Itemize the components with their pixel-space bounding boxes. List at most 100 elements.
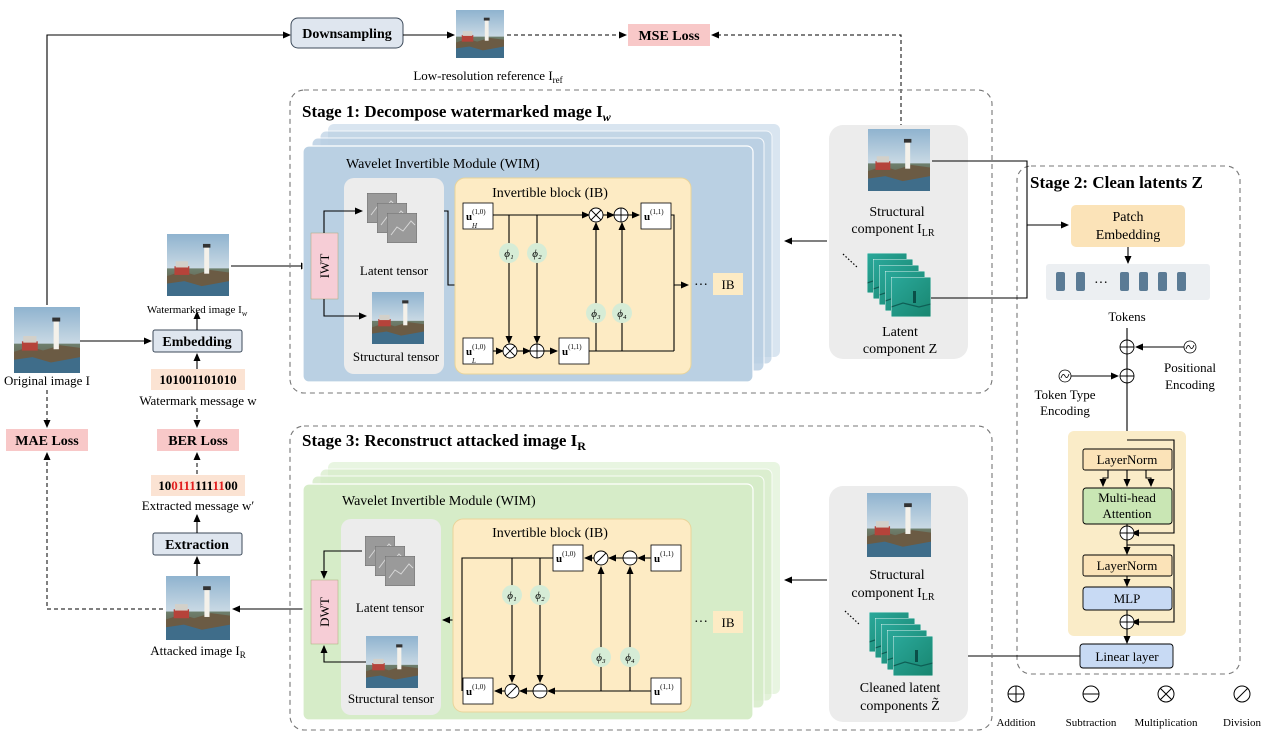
s3-uhout-left-edge (461, 557, 553, 620)
s3-ellipsis: ··· (694, 615, 708, 630)
s3-ib-small-box (713, 611, 743, 633)
s3-latent-tile-5 (893, 636, 933, 676)
stage3-wim-title: Wavelet Invertible Module (WIM) (342, 494, 536, 509)
s1-multiply-glyph (590, 209, 602, 221)
attacked-image (166, 576, 230, 640)
residual-1-edge (1127, 439, 1175, 537)
s3-ul-out (462, 677, 494, 705)
ln1-to-mha-edge-right (1145, 470, 1155, 487)
s1-ellipsis: ··· (694, 278, 708, 293)
stage1-ib-title: Invertible block (IB) (492, 186, 608, 201)
attacked-image-label: Attacked image IR (150, 643, 246, 660)
iwt-to-structural-edge (323, 299, 367, 320)
tokens-ellipsis: ··· (1094, 276, 1108, 291)
s3-uh-out-label: u(1,0) (556, 550, 576, 565)
s3-ul-out-label: u(1,0) (466, 683, 486, 698)
s3-phi2-node (530, 585, 550, 605)
mha-label-1: Multi-head (1098, 490, 1156, 505)
s3-phi2-label: ϕ₂ (535, 590, 545, 602)
s3-phi4-node (620, 647, 640, 667)
stage1-panel-to-ib-edge (444, 210, 458, 286)
extracted-bits-box (151, 475, 245, 496)
stage1-uh-in-sub: H (471, 222, 478, 230)
dwt-box (310, 579, 339, 645)
token-5 (1158, 272, 1167, 291)
stage1-uh-in-label: u(1,0) (466, 208, 486, 223)
stage1-title: Stage 1: Decompose watermarked mage Iw (302, 102, 612, 124)
s1-phi1-label: ϕ₁ (504, 248, 514, 260)
iwt-box (310, 232, 339, 300)
stage3-latent-tensor-label: Latent tensor (356, 600, 425, 615)
stage1-frame (289, 89, 993, 394)
watermarked-image-label: Watermarked image Iw (147, 304, 248, 318)
downsampling-box (290, 17, 404, 49)
s3-cleaned-label-2: components Z̃ (860, 697, 940, 714)
mha-label-2: Attention (1102, 506, 1152, 521)
positional-wave-glyph (1185, 344, 1195, 350)
subtraction-label: Subtraction (1066, 717, 1117, 729)
attacked-to-mae-edge (43, 452, 163, 610)
stage3-structural-tensor-label: Structural tensor (348, 691, 435, 706)
stage3-structural-tensor-image (366, 636, 418, 688)
iwt-to-latent-edge (323, 207, 363, 233)
stage1-structural-tensor-image (372, 292, 424, 344)
stage3-frame (289, 425, 993, 731)
s1-phi4-node (612, 303, 632, 323)
token-1 (1056, 272, 1065, 291)
mse-loss-box (628, 24, 710, 46)
s3-ul-in-label: u(1,1) (654, 683, 674, 698)
s1-structural-component-image (868, 129, 930, 191)
extraction-label: Extraction (165, 538, 229, 553)
structural-to-mse-edge (711, 31, 902, 128)
s3-ul-in (650, 677, 682, 705)
s3-phi1-node (502, 585, 522, 605)
s3-structural-component-image (867, 493, 931, 557)
latent-to-patch-edge (931, 225, 1028, 299)
dwt-label: DWT (317, 597, 332, 627)
watermark-message-label: Watermark message w (139, 393, 257, 408)
low-res-reference-label: Low-resolution reference Iref (413, 68, 562, 85)
s3-latent-tensor-tile-3 (385, 556, 415, 586)
multiplication-label: Multiplication (1135, 717, 1198, 729)
mlp-label: MLP (1114, 591, 1141, 606)
s3-structural-label-2: component ILR (851, 586, 934, 603)
patch-embedding-label-2: Embedding (1096, 228, 1161, 243)
s1-ib-small-label: IB (722, 277, 735, 292)
token-3 (1120, 272, 1129, 291)
division-glyph (1235, 687, 1249, 701)
stage3-title: Stage 3: Reconstruct attacked image IR (302, 431, 586, 453)
s3-phi3-node (591, 647, 611, 667)
iwt-label: IWT (317, 254, 332, 279)
s1-add-glyph-low (530, 344, 544, 358)
addition-glyph (1008, 686, 1024, 702)
s3-phi3-label: ϕ₃ (596, 652, 606, 664)
stage1-ul-out (558, 337, 590, 365)
s3-ib-small-label: IB (722, 615, 735, 630)
linear-layer-label: Linear layer (1095, 649, 1159, 664)
mae-loss-label: MAE Loss (15, 434, 79, 449)
stage1-uh-out (640, 202, 672, 230)
s1-phi3-node (586, 303, 606, 323)
residual-1-add-glyph (1120, 526, 1134, 540)
s3-phi4-label: ϕ₄ (625, 652, 635, 664)
s3-phi1-label: ϕ₁ (507, 590, 517, 602)
positional-label-1: Positional (1164, 360, 1216, 375)
token-4 (1139, 272, 1148, 291)
s1-structural-label-2: component ILR (851, 222, 934, 239)
extracted-message-label: Extracted message w′ (142, 498, 255, 513)
stage1-ul-out-label: u(1,1) (562, 343, 582, 358)
s1-add-glyph (614, 208, 628, 222)
residual-2-add-glyph (1120, 615, 1134, 629)
original-to-downsampling-edge (46, 31, 291, 305)
ber-loss-box (157, 429, 239, 451)
s3-uh-out (552, 544, 584, 572)
multiplication-glyph (1159, 687, 1173, 701)
stage1-ul-in-sub: L (471, 357, 476, 365)
stage1-uh-in (462, 202, 494, 230)
s3-cleaned-label-1: Cleaned latent (860, 681, 941, 696)
positional-add-glyph (1120, 340, 1134, 354)
mse-loss-label: MSE Loss (638, 29, 700, 44)
stage1-ib-block (454, 177, 692, 375)
layernorm-2-label: LayerNorm (1097, 558, 1158, 573)
stage3-component-panel (829, 486, 968, 722)
